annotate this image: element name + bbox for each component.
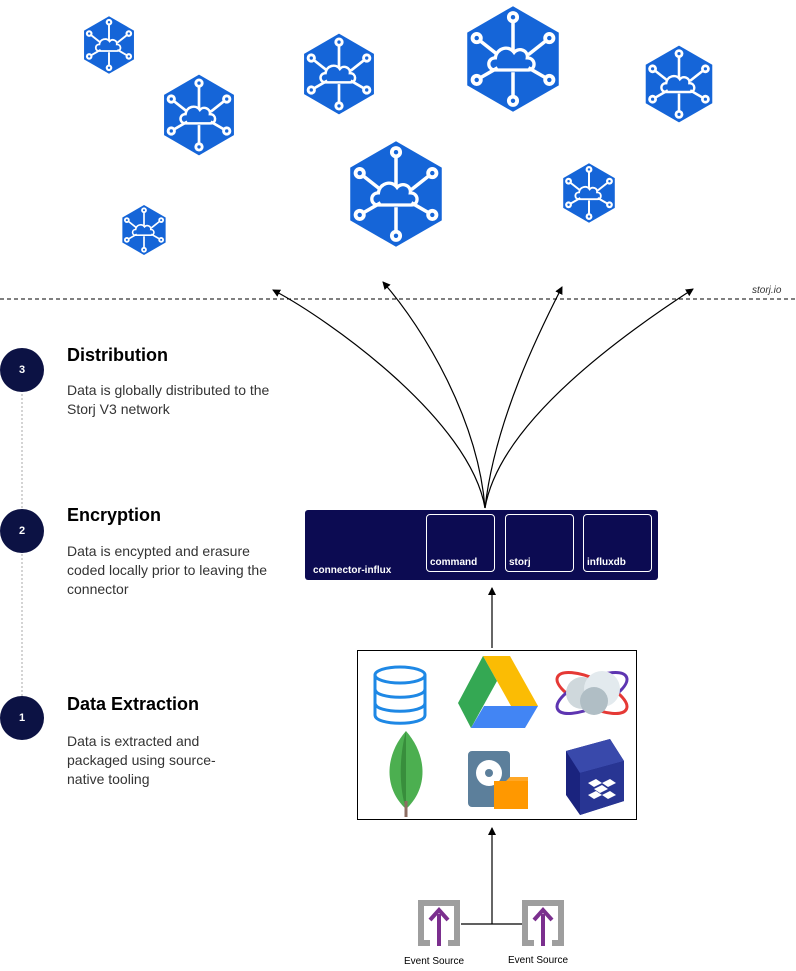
step-title: Data Extraction — [67, 694, 200, 714]
connector-module: command — [426, 514, 495, 572]
distribution-arrows — [272, 281, 694, 509]
storj-node-icon — [465, 4, 561, 114]
module-label: influxdb — [587, 557, 626, 568]
storj-node-icon — [162, 73, 236, 157]
dropbox-cube-icon — [566, 739, 624, 815]
hard-drive-folder-icon — [468, 751, 528, 809]
database-icon — [373, 665, 427, 725]
step-number-badge: 2 — [0, 509, 44, 553]
connector-module: influxdb — [583, 514, 652, 572]
event-source-icon — [418, 900, 460, 946]
storj-node-icon — [348, 139, 444, 249]
step-number-badge: 3 — [0, 348, 44, 392]
network-domain-label: storj.io — [752, 285, 782, 296]
step-description: Data is extracted and packaged using sou… — [67, 733, 216, 787]
step-number-badge: 1 — [0, 696, 44, 740]
step-description: Data is globally distributed to the Stor… — [67, 382, 270, 417]
step-description: Data is encypted and erasure coded local… — [67, 543, 268, 597]
storj-node-icon — [562, 162, 616, 224]
connector-name: connector-influx — [313, 565, 392, 576]
cloud-orbit-icon — [555, 671, 629, 715]
storj-node-icon — [302, 32, 376, 116]
storj-node-icon — [83, 15, 135, 75]
module-label: command — [430, 557, 478, 568]
storj-node-icon — [644, 44, 714, 124]
connector-box: connector-influx command storj influxdb — [305, 510, 658, 580]
event-source-label: Event Source — [508, 955, 569, 966]
event-source-icon — [522, 900, 564, 946]
connector-module: storj — [505, 514, 574, 572]
google-drive-icon — [458, 656, 538, 728]
event-source-label: Event Source — [404, 956, 465, 967]
storj-node-icon — [121, 204, 167, 256]
mongodb-leaf-icon — [389, 731, 423, 817]
module-label: storj — [509, 557, 531, 568]
data-sources-box — [357, 650, 637, 820]
step-title: Encryption — [67, 505, 162, 525]
storj-network — [83, 4, 714, 256]
step-title: Distribution — [67, 345, 168, 365]
